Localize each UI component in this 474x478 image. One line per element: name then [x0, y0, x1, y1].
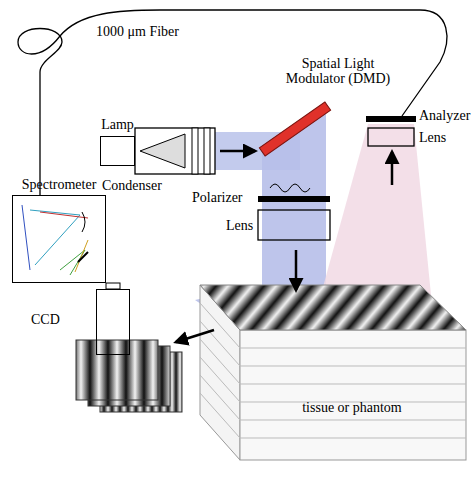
image-arrow: [176, 330, 214, 342]
beam-arrow: [295, 250, 298, 290]
lamp-box: Lamp: [100, 136, 135, 166]
analyzer-plate: [366, 116, 416, 122]
analyzer-label: Analyzer: [419, 108, 470, 123]
ccd-box: CCD: [96, 289, 130, 355]
node-label: Lamp: [101, 117, 134, 132]
collection-lens: [368, 128, 414, 146]
node-label: CCD: [31, 312, 60, 327]
beam-arrow: [220, 150, 255, 153]
projection-lens: [258, 210, 330, 240]
pattern-images: [76, 340, 182, 412]
lens-label: Lens: [419, 130, 446, 145]
condenser-label: Condenser: [102, 178, 162, 193]
polarizer-label: Polarizer: [192, 190, 243, 205]
tissue-block: tissue or phantom: [240, 330, 466, 460]
wave-symbol: [270, 184, 310, 192]
spectrometer-box: Spectrometer: [12, 195, 106, 283]
condenser-optics: [135, 128, 215, 174]
node-label: tissue or phantom: [302, 400, 402, 415]
collection-beam: [318, 124, 432, 305]
spectrometer-optics: [22, 205, 88, 275]
polarizer-plate: [258, 196, 330, 202]
tissue-block: [200, 285, 466, 460]
beam-arrow: [391, 152, 394, 185]
lens-label: Lens: [226, 218, 253, 233]
dmd-mirror: [259, 102, 330, 156]
fiber-label: 1000 μm Fiber: [96, 24, 179, 39]
dmd-label: Spatial Light Modulator (DMD): [282, 56, 394, 87]
node-label: Spectrometer: [22, 177, 97, 192]
